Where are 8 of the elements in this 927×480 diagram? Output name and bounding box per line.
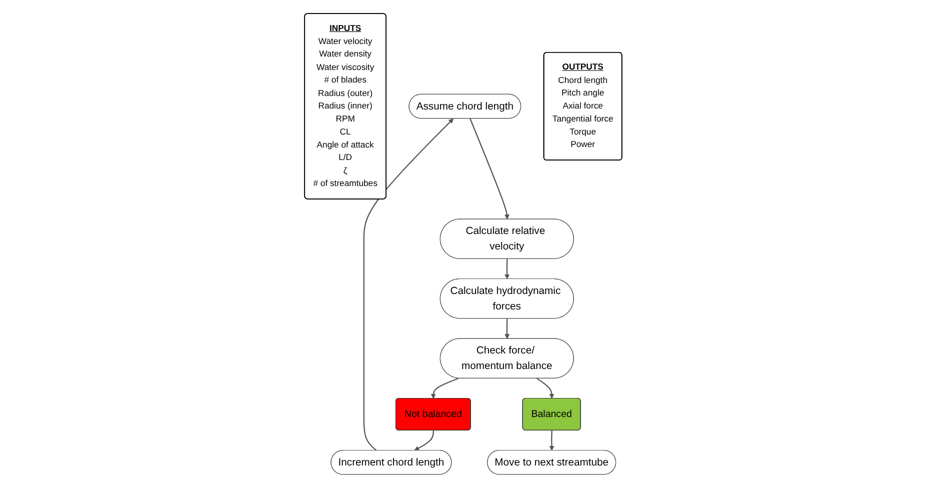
arrow [470,118,510,220]
arrow [414,430,434,451]
arrow [364,118,454,451]
arrow [504,318,510,340]
arrow [549,430,555,451]
arrow [504,258,510,280]
arrow [431,378,459,399]
arrow [536,378,555,399]
